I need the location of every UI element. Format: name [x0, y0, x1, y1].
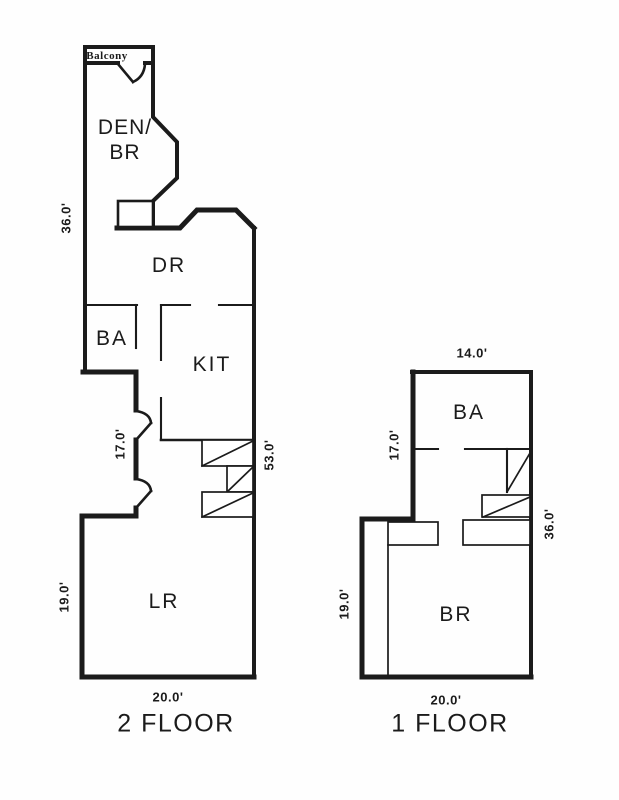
floor2-dim-left-middle: 17.0' [112, 428, 128, 460]
floor1-plan [359, 369, 534, 680]
floor1-dim-bottom: 20.0' [430, 692, 462, 708]
floor2-balcony-door-swing [116, 62, 147, 84]
floor1-dim-left-lower: 19.0' [336, 588, 352, 620]
stair-diagonal [200, 491, 255, 519]
floor1-title: 1 FLOOR [391, 709, 509, 738]
floor1-stairs [462, 447, 532, 546]
floor2-corridor-door-swing-lower [134, 477, 153, 510]
stair-diagonal [200, 439, 255, 468]
floor2-den-br-line2: BR [109, 141, 141, 164]
floor2-dim-left-lower: 19.0' [56, 581, 72, 613]
floor1-dim-top: 14.0' [456, 345, 488, 361]
floor2-chimney-box [116, 199, 155, 229]
stair-diagonal [505, 451, 532, 494]
stair-diagonal [481, 495, 532, 519]
floor2-stairs [200, 439, 255, 519]
floor2-den-br-line1: DEN/ [97, 116, 153, 139]
floor2-den-br-label: DEN/ BR [98, 115, 152, 165]
stair-landing-box [462, 519, 531, 546]
floor2-lr-label: LR [148, 590, 180, 613]
floor1-closet-box [387, 521, 439, 546]
floor1-dim-right: 36.0' [541, 508, 557, 540]
floor1-dim-left-upper: 17.0' [386, 429, 402, 461]
floor2-dr-bay-wall [114, 207, 258, 232]
floor2-balcony-label: Balcony [86, 50, 128, 62]
floor2-plan [79, 45, 258, 680]
floor1-br-label: BR [439, 603, 473, 626]
stair-diagonal [225, 465, 255, 494]
floor2-dim-right: 53.0' [261, 439, 277, 471]
floor2-dr-label: DR [151, 254, 187, 277]
floor2-dim-left-upper: 36.0' [58, 202, 74, 234]
floor2-kit-label: KIT [192, 353, 232, 376]
floor2-ba-label: BA [95, 327, 129, 350]
floor2-corridor-door-swing-upper [134, 409, 153, 442]
floor1-ba-label: BA [452, 401, 486, 424]
floor2-dim-bottom: 20.0' [152, 689, 184, 705]
floor2-den-right-wall [151, 45, 179, 229]
floor2-title: 2 FLOOR [117, 709, 235, 738]
